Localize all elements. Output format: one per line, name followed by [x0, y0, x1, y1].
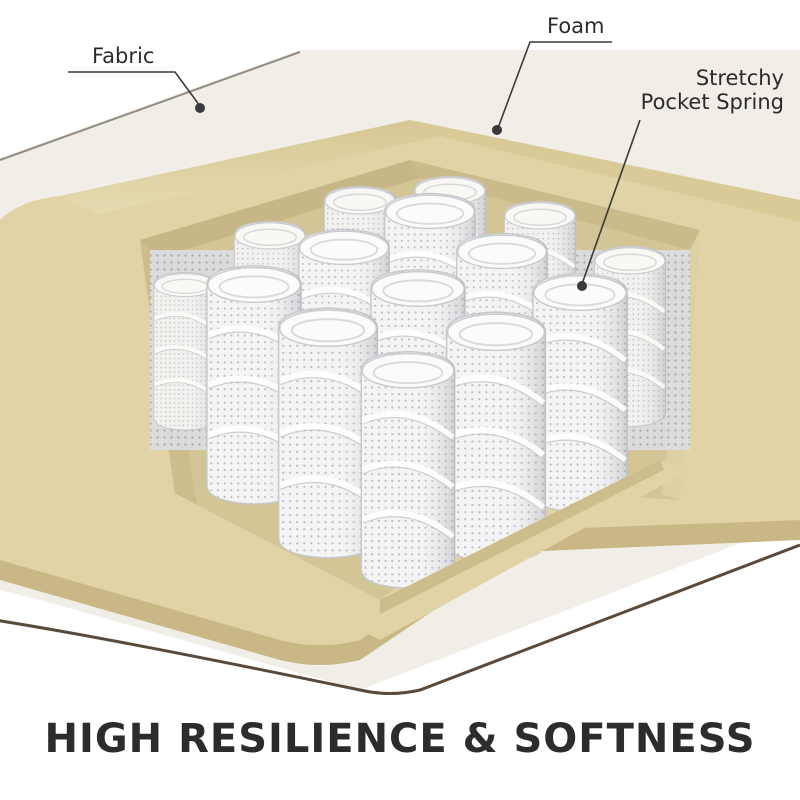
callout-spring-line2: Pocket Spring: [640, 90, 784, 114]
callout-spring-line1: Stretchy: [695, 66, 784, 90]
leader-dots: [195, 103, 587, 291]
dot-marker-icon: [492, 125, 502, 135]
leader-line-icon: [581, 119, 641, 285]
callout-pocket-spring: Stretchy Pocket Spring: [641, 66, 784, 114]
leader-line-icon: [68, 71, 201, 107]
leader-line-icon: [497, 41, 612, 129]
leader-lines: [68, 41, 641, 285]
dot-marker-icon: [577, 281, 587, 291]
headline: HIGH RESILIENCE & SOFTNESS: [44, 716, 756, 762]
dot-marker-icon: [195, 103, 205, 113]
foam-front-lip: [120, 460, 690, 640]
callout-foam: Foam: [547, 14, 605, 38]
callout-fabric: Fabric: [92, 44, 155, 68]
